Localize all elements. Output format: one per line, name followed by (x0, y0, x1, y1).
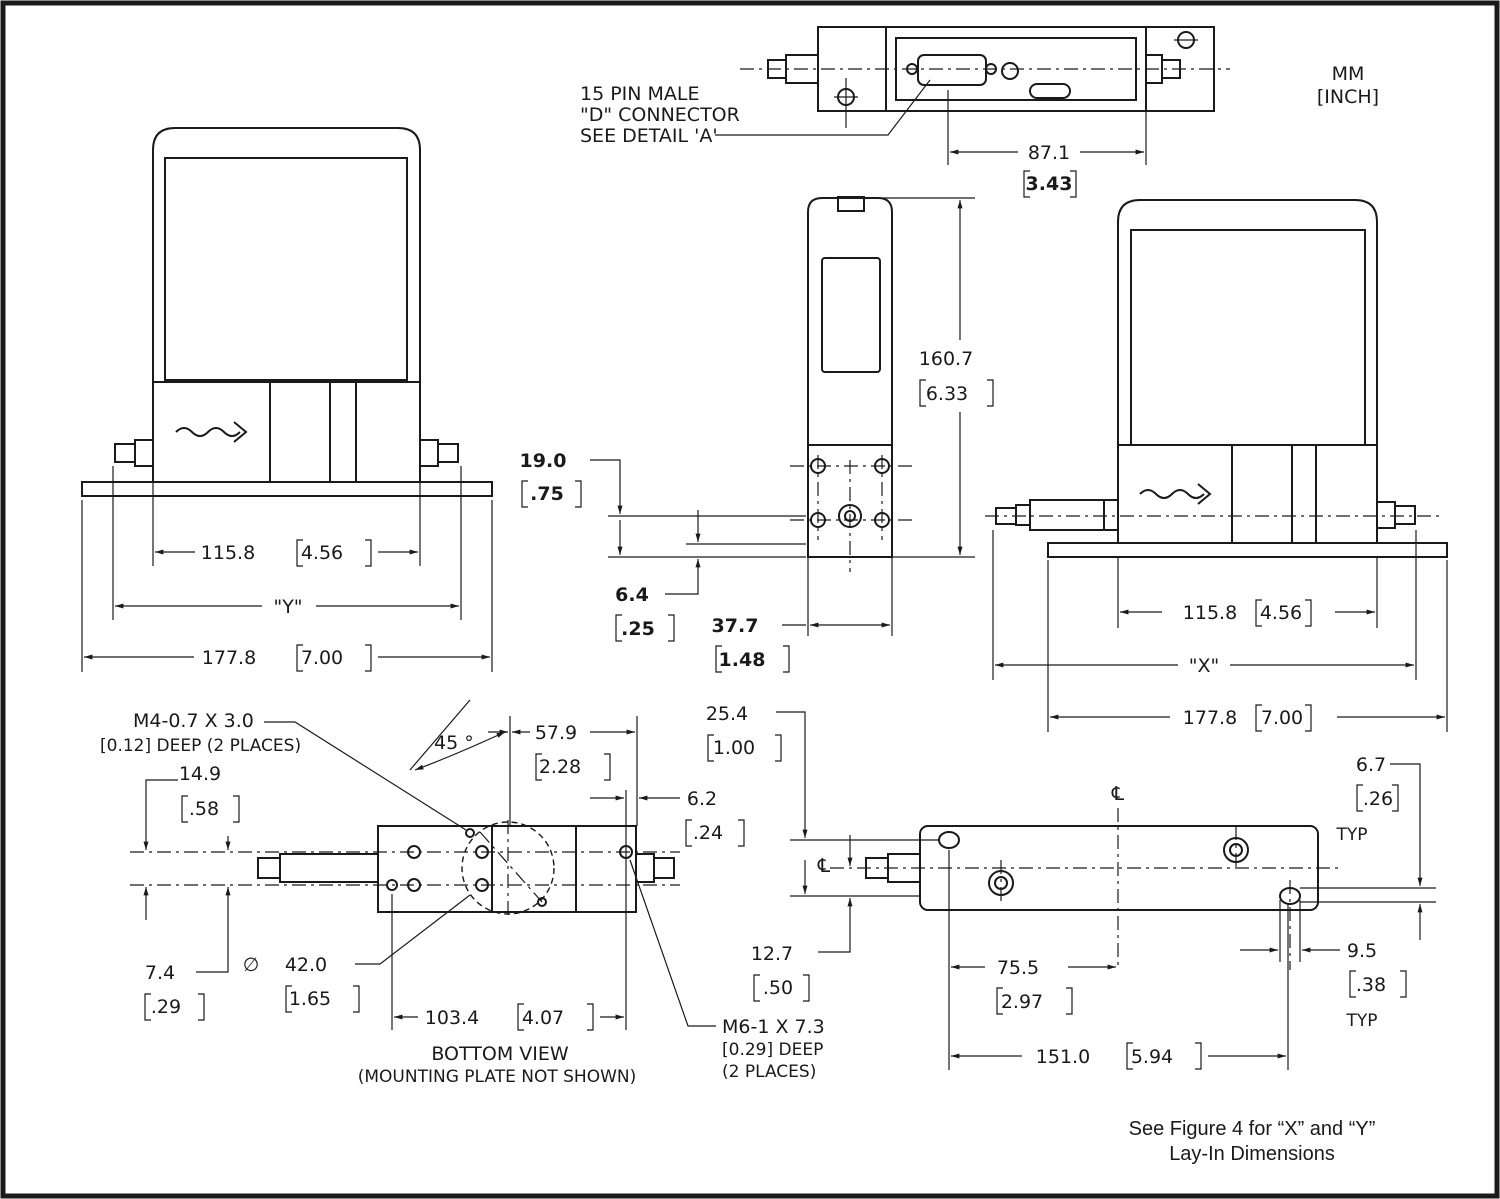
plate-view: ℄ ℄ 25.4 1.00 12.7 .50 75.5 2.97 151.0 5… (706, 703, 1436, 1070)
flow-arrow-icon (1139, 483, 1212, 505)
bottom-view: M4-0.7 X 3.0 [0.12] DEEP (2 PLACES) 45 °… (100, 699, 825, 1087)
m6-note-line-1: M6-1 X 7.3 (722, 1016, 825, 1038)
units-secondary: [INCH] (1317, 86, 1379, 108)
d420-mm: 42.0 (285, 954, 327, 976)
flow-arrow-icon (175, 421, 248, 443)
typ-label-2: TYP (1345, 1011, 1377, 1031)
top-dim-in: 3.43 (1026, 173, 1073, 195)
left-dim2-in: 7.00 (301, 647, 343, 669)
d1510-in: 5.94 (1131, 1046, 1173, 1068)
d579-mm: 57.9 (535, 722, 577, 744)
end-height-in: 6.33 (926, 383, 968, 405)
d149-mm: 14.9 (179, 763, 221, 785)
end-height-mm: 160.7 (919, 348, 973, 370)
end-view: 160.7 6.33 19.0 .75 6.4 .25 37.7 1.48 (520, 196, 994, 673)
diameter-symbol: ∅ (243, 954, 260, 976)
d149-in: .58 (189, 798, 219, 820)
d67-in: .26 (1363, 788, 1393, 810)
connector-label-line-2: "D" CONNECTOR (580, 104, 740, 126)
footer-note-line-2: Lay-In Dimensions (1169, 1143, 1335, 1165)
d74-in: .29 (151, 996, 181, 1018)
d62-mm: 6.2 (687, 788, 717, 810)
d1034-in: 4.07 (522, 1007, 564, 1029)
end-d64-in: .25 (621, 618, 655, 640)
right-dim2-in: 7.00 (1261, 707, 1303, 729)
left-dim-y: "Y" (273, 596, 302, 618)
footer-note-line-1: See Figure 4 for “X” and “Y” (1129, 1118, 1376, 1140)
end-d377-in: 1.48 (719, 649, 766, 671)
d74-mm: 7.4 (145, 962, 175, 984)
centerline-symbol-top: ℄ (1111, 783, 1125, 805)
d254-in: 1.00 (713, 737, 755, 759)
d127-mm: 12.7 (751, 943, 793, 965)
d127-in: .50 (763, 977, 793, 999)
top-dim-mm: 87.1 (1028, 142, 1070, 164)
right-dim1-in: 4.56 (1260, 602, 1302, 624)
right-dim1-mm: 115.8 (1183, 602, 1237, 624)
d1034-mm: 103.4 (425, 1007, 479, 1029)
end-d19-in: .75 (530, 483, 564, 505)
bottom-view-caption-1: BOTTOM VIEW (431, 1043, 569, 1065)
end-d19-mm: 19.0 (520, 450, 567, 472)
connector-label-line-3: SEE DETAIL 'A' (580, 125, 718, 147)
d755-mm: 75.5 (997, 957, 1039, 979)
connector-label-line-1: 15 PIN MALE (580, 83, 700, 105)
right-dim-x: "X" (1189, 655, 1220, 677)
d95-mm: 9.5 (1347, 940, 1377, 962)
d1510-mm: 151.0 (1036, 1046, 1090, 1068)
left-dim1-mm: 115.8 (201, 542, 255, 564)
left-side-view: 115.8 4.56 "Y" 177.8 7.00 (81, 127, 493, 672)
right-side-view: 115.8 4.56 "X" 177.8 7.00 (985, 199, 1448, 732)
right-dim2-mm: 177.8 (1183, 707, 1237, 729)
m4-note-line-2: [0.12] DEEP (2 PLACES) (100, 736, 301, 756)
left-dim1-in: 4.56 (301, 542, 343, 564)
m4-note-line-1: M4-0.7 X 3.0 (133, 710, 254, 732)
m6-note-line-3: (2 PLACES) (722, 1062, 816, 1082)
top-view: 15 PIN MALE "D" CONNECTOR SEE DETAIL 'A'… (580, 26, 1230, 198)
angle-label: 45 ° (434, 732, 474, 754)
d62-in: .24 (693, 822, 723, 844)
left-dim2-mm: 177.8 (202, 647, 256, 669)
centerline-symbol-left: ℄ (817, 855, 831, 877)
end-d377-mm: 37.7 (712, 615, 759, 637)
units-primary: MM (1332, 63, 1365, 85)
bottom-view-caption-2: (MOUNTING PLATE NOT SHOWN) (358, 1067, 636, 1087)
m6-note-line-2: [0.29] DEEP (722, 1040, 823, 1060)
d95-in: .38 (1356, 974, 1386, 996)
end-d64-mm: 6.4 (615, 584, 649, 606)
d420-in: 1.65 (289, 988, 331, 1010)
typ-label-1: TYP (1335, 825, 1367, 845)
d755-in: 2.97 (1001, 991, 1043, 1013)
d254-mm: 25.4 (706, 703, 748, 725)
d579-in: 2.28 (539, 756, 581, 778)
d67-mm: 6.7 (1356, 754, 1386, 776)
